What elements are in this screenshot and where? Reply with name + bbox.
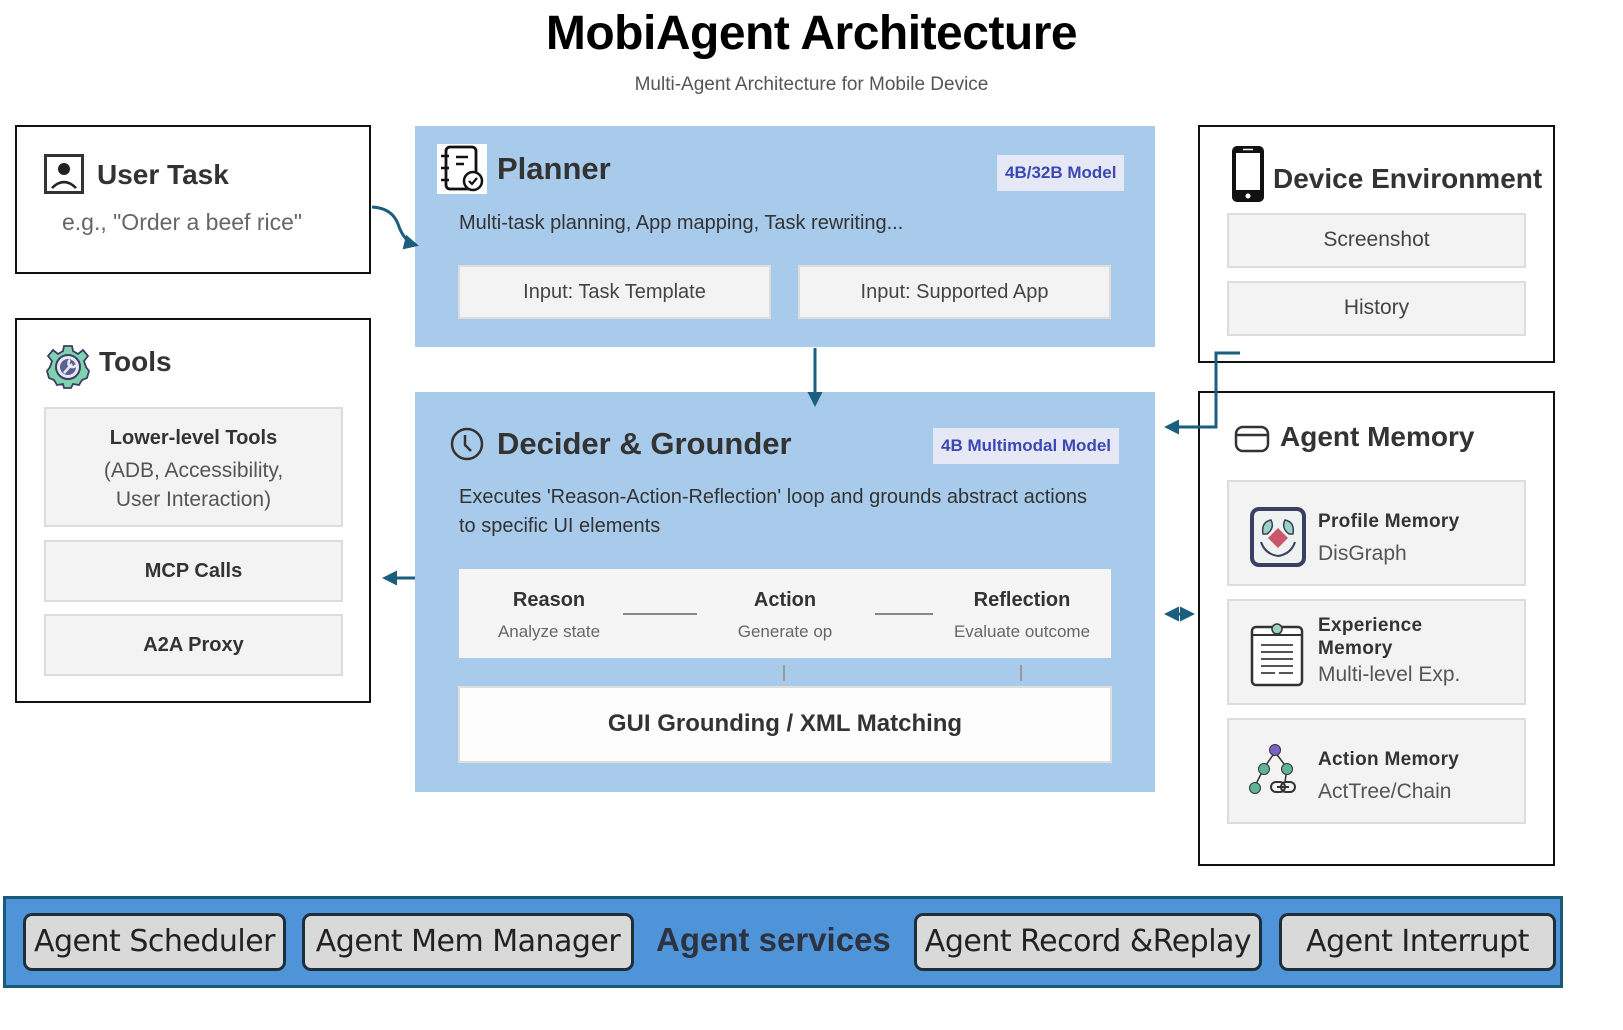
loop-step-action-sub: Generate op (737, 622, 833, 641)
tool-a2a-proxy: A2A Proxy (44, 614, 343, 676)
planner-description: Multi-task planning, App mapping, Task r… (459, 212, 904, 234)
decider-panel: Decider & Grounder 4B Multimodal Model E… (415, 392, 1155, 792)
agent-interrupt-button[interactable]: Agent Interrupt (1279, 913, 1556, 971)
loop-step-reason-title: Reason (512, 589, 586, 611)
decider-model-badge: 4B Multimodal Model (933, 428, 1119, 464)
profile-graph-icon (1250, 507, 1306, 567)
memory-experience-title-line1: Experience (1318, 615, 1423, 636)
loop-connector (623, 613, 697, 615)
device-item-screenshot: Screenshot (1227, 213, 1526, 268)
agent-memory-card: Agent Memory Profile Memory DisGraph Exp… (1198, 391, 1555, 866)
memory-experience-title-line2: Memory (1318, 638, 1393, 659)
planner-input-task-template: Input: Task Template (458, 265, 771, 319)
device-item-history: History (1227, 281, 1526, 336)
agent-services-label: Agent services (656, 921, 891, 958)
memory-profile-subtitle: DisGraph (1318, 542, 1407, 565)
memory-item-profile: Profile Memory DisGraph (1227, 480, 1526, 586)
gear-wrench-icon (46, 345, 90, 389)
arrow-user-task-to-planner (371, 205, 419, 250)
diagram-subtitle: Multi-Agent Architecture for Mobile Devi… (634, 74, 989, 95)
loop-step-reason-sub: Analyze state (497, 622, 601, 641)
memory-action-title: Action Memory (1318, 749, 1460, 770)
tool-lower-level-sub2: User Interaction) (115, 488, 272, 511)
decider-description-line1: Executes 'Reason-Action-Reflection' loop… (459, 486, 1087, 508)
tool-lower-level-sub1: (ADB, Accessibility, (103, 459, 284, 482)
tool-lower-level: Lower-level Tools (ADB, Accessibility, U… (44, 407, 343, 527)
diagram-title: MobiAgent Architecture (545, 7, 1078, 60)
memory-item-experience: Experience Memory Multi-level Exp. (1227, 599, 1526, 705)
memory-item-action: Action Memory ActTree/Chain (1227, 718, 1526, 824)
planner-input-supported-app: Input: Supported App (798, 265, 1111, 319)
tool-a2a-proxy-title: A2A Proxy (143, 634, 244, 656)
database-icon (1234, 425, 1270, 453)
memory-profile-title: Profile Memory (1318, 511, 1460, 532)
clock-icon (450, 427, 484, 461)
planner-model-badge: 4B/32B Model (997, 155, 1125, 191)
clipboard-document-icon (1250, 623, 1304, 687)
user-task-card: User Task e.g., "Order a beef rice" (15, 125, 371, 274)
tools-title: Tools (99, 346, 172, 377)
smartphone-icon (1232, 146, 1264, 202)
decider-description-line2: to specific UI elements (459, 515, 661, 537)
agent-scheduler-button[interactable]: Agent Scheduler (23, 913, 286, 971)
loop-connector (875, 613, 933, 615)
user-task-example: e.g., "Order a beef rice" (62, 209, 303, 235)
tools-card: Tools Lower-level Tools (ADB, Accessibil… (15, 318, 371, 703)
memory-action-subtitle: ActTree/Chain (1318, 780, 1452, 803)
planner-panel: Planner 4B/32B Model Multi-task planning… (415, 126, 1155, 347)
loop-to-grounding-connector (783, 665, 785, 681)
decider-title: Decider & Grounder (497, 426, 792, 461)
loop-to-grounding-connector (1020, 665, 1022, 681)
user-portrait-icon (44, 154, 84, 194)
loop-step-reflection: Reflection Evaluate outcome (932, 589, 1112, 642)
tool-mcp-calls: MCP Calls (44, 540, 343, 602)
agent-memory-title: Agent Memory (1280, 421, 1475, 452)
notebook-check-icon (437, 144, 487, 194)
gui-grounding-box: GUI Grounding / XML Matching (458, 686, 1112, 763)
tool-lower-level-title: Lower-level Tools (109, 427, 278, 449)
device-environment-title: Device Environment (1273, 163, 1543, 194)
device-environment-card: Device Environment Screenshot History (1198, 125, 1555, 363)
loop-step-action: Action Generate op (695, 589, 875, 642)
loop-step-action-title: Action (753, 589, 817, 611)
agent-services-bar: Agent Scheduler Agent Mem Manager Agent … (3, 896, 1563, 988)
tool-mcp-calls-title: MCP Calls (144, 560, 243, 582)
planner-title: Planner (497, 151, 611, 186)
loop-step-reflection-sub: Evaluate outcome (953, 622, 1091, 641)
loop-step-reason: Reason Analyze state (459, 589, 639, 642)
agent-mem-manager-button[interactable]: Agent Mem Manager (302, 913, 634, 971)
user-task-title: User Task (97, 159, 229, 190)
reason-action-reflection-loop: Reason Analyze state Action Generate op … (459, 569, 1111, 658)
action-tree-icon (1249, 744, 1296, 794)
memory-experience-subtitle: Multi-level Exp. (1318, 663, 1461, 686)
loop-step-reflection-title: Reflection (973, 589, 1071, 611)
agent-record-replay-button[interactable]: Agent Record &Replay (914, 913, 1262, 971)
